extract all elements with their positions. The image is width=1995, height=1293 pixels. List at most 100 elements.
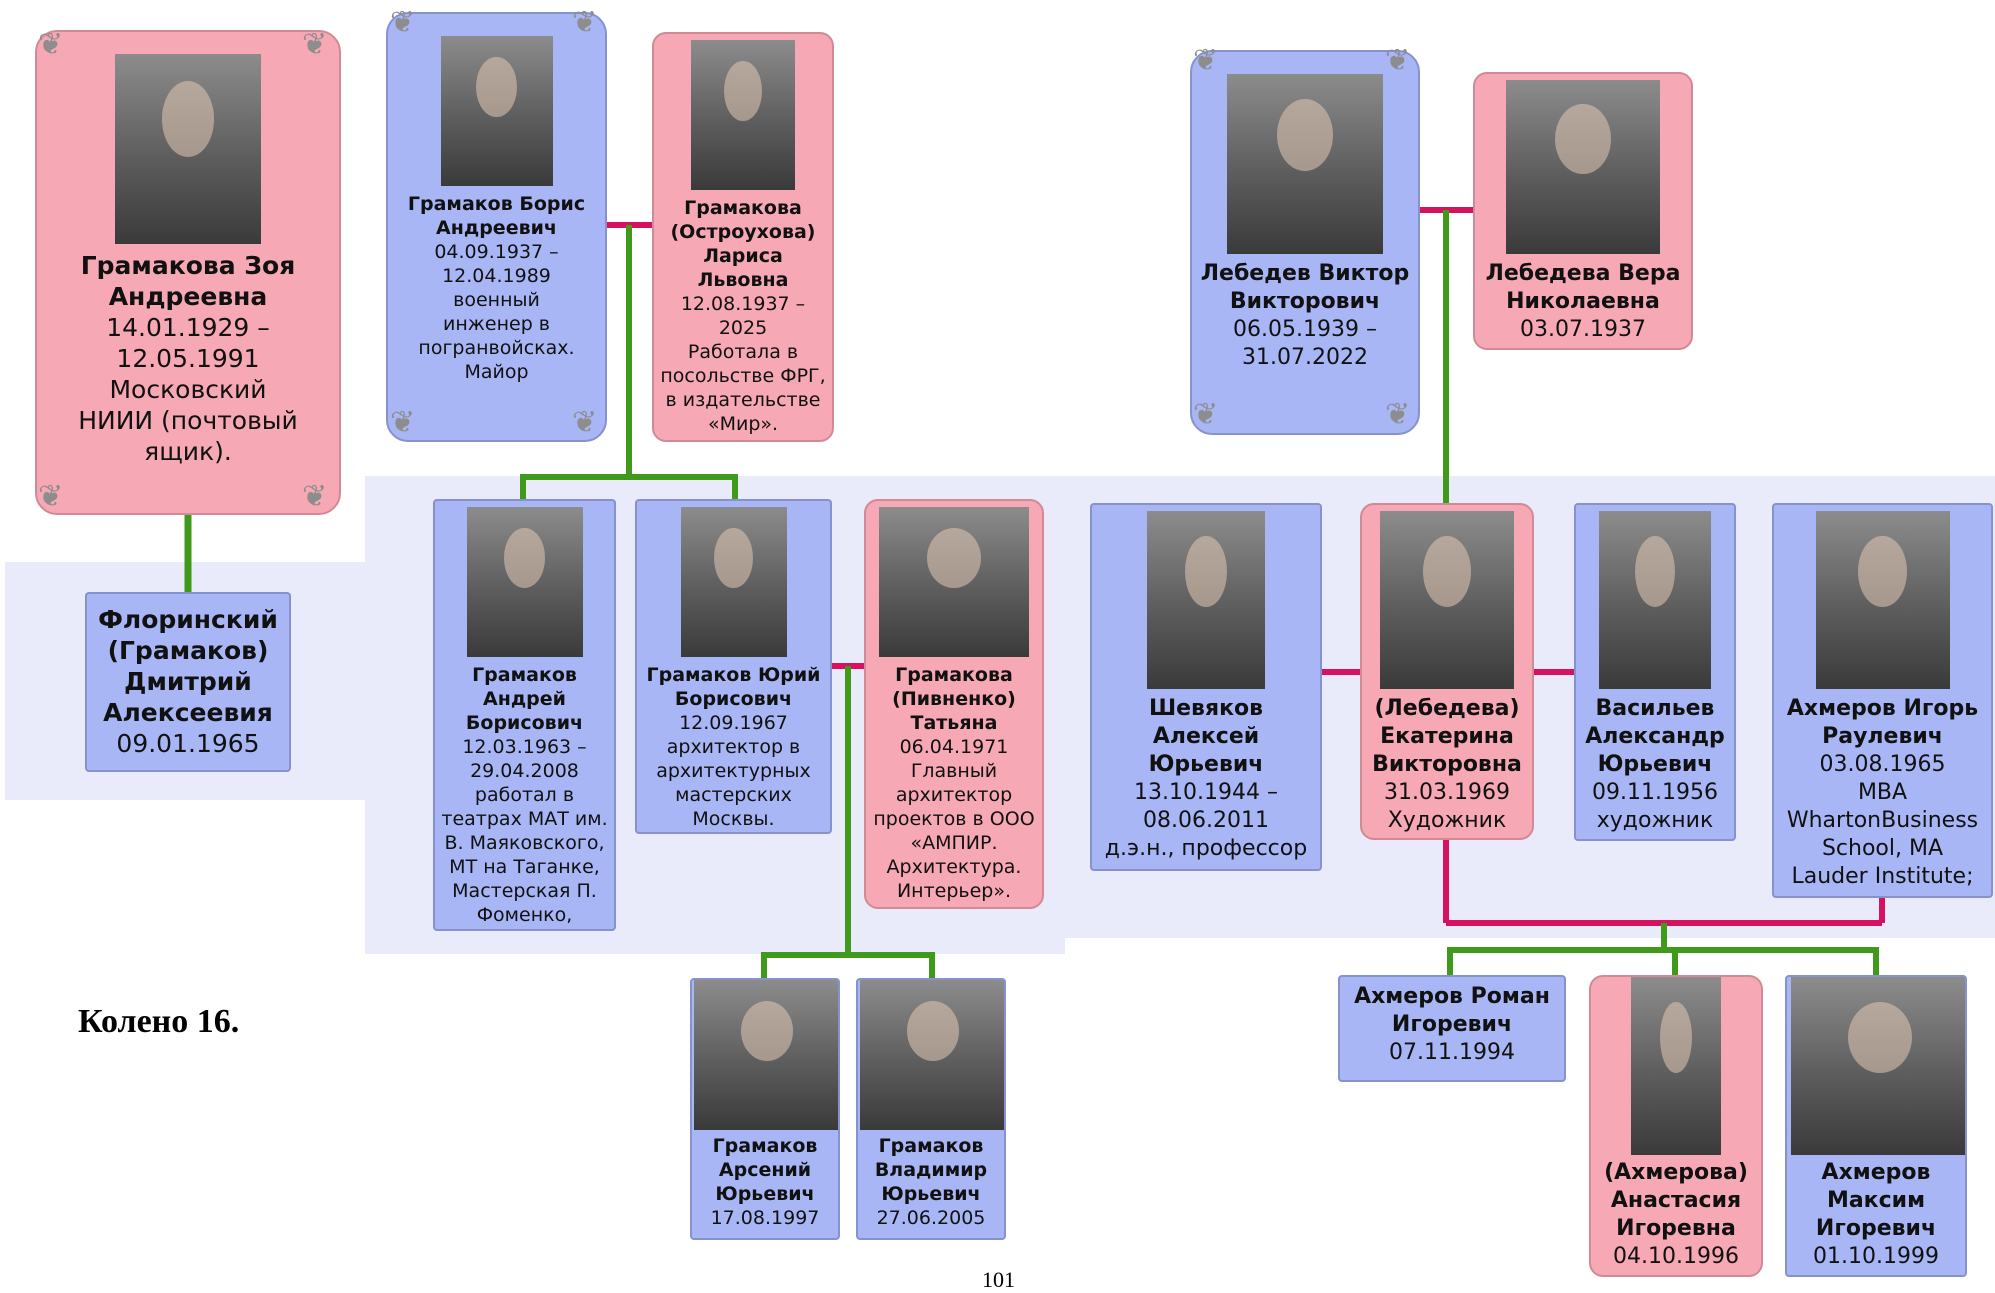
person-card-aleksandr[interactable]: Васильев Александр Юрьевич 09.11.1956 ху… [1574,503,1736,841]
person-name: Грамакова (Пивненко) Татьяна [892,664,1016,734]
person-info-line: 09.11.1956 [1592,780,1718,805]
portrait-photo [1147,511,1265,689]
person-info-line: 14.01.1929 – [106,313,270,342]
person-info-line: 07.11.1994 [1389,1040,1515,1065]
ornament-icon: ❦ [1385,43,1411,78]
person-info-line: Lauder Institute; [1791,864,1974,889]
person-card-boris[interactable]: Грамаков Борис Андреевич 04.09.1937 – 12… [386,12,607,442]
person-info-line: Майор [464,361,529,383]
person-name: Ахмеров Роман Игоревич [1354,984,1550,1037]
person-card-roman[interactable]: Ахмеров Роман Игоревич 07.11.1994 [1338,975,1566,1082]
person-info-line: 01.10.1999 [1813,1244,1939,1269]
person-name: (Лебедева) Екатерина Викторовна [1372,696,1522,777]
person-info-line: посольстве ФРГ, [660,365,826,387]
person-info-line: 06.05.1939 – [1233,317,1377,342]
person-info-line: архитектурных [656,760,811,782]
person-name: Грамаков Владимир Юрьевич [874,1135,988,1205]
ornament-icon: ❦ [302,479,328,514]
person-info-line: 03.07.1937 [1520,317,1646,342]
person-info-line: 31.07.2022 [1242,345,1368,370]
person-card-aleksey[interactable]: Шевяков Алексей Юрьевич 13.10.1944 – 08.… [1090,503,1322,871]
person-info-line: WhartonBusiness [1786,808,1979,833]
person-name: Грамакова (Остроухова) Лариса Львовна [670,197,816,291]
person-info-line: School, MA [1821,836,1944,861]
person-info-line: в издательстве [665,389,821,411]
person-info-line: «Мир». [707,413,779,435]
portrait-photo [1506,80,1660,254]
page-number: 101 [982,1267,1015,1292]
portrait-photo [115,54,261,244]
portrait-photo [440,36,553,186]
person-info-line: военный [453,289,540,311]
person-info-line: работал в [474,784,575,806]
person-info-line: Мастерская П. [452,880,597,902]
person-card-andrey[interactable]: Грамаков Андрей Борисович 12.03.1963 – 2… [433,499,616,931]
person-info-line: 12.03.1963 – [462,736,587,758]
person-info-line: Работала в [687,341,799,363]
person-info-line: проектов в ООО [873,808,1035,830]
person-info-line: 2025 [718,317,768,339]
person-name: Лебедев Виктор Викторович [1200,261,1410,314]
ornament-icon: ❦ [38,27,64,62]
person-card-larisa[interactable]: Грамакова (Остроухова) Лариса Львовна 12… [652,32,834,442]
person-name: Грамаков Борис Андреевич [407,193,586,239]
ornament-icon: ❦ [572,5,598,40]
person-info-line: 12.05.1991 [116,344,260,373]
person-info-line: 12.04.1989 [442,265,551,287]
person-card-arseniy[interactable]: Грамаков Арсений Юрьевич 17.08.1997 [690,978,840,1240]
portrait-photo [694,980,838,1130]
portrait-photo [1791,977,1965,1155]
person-card-igor[interactable]: Ахмеров Игорь Раулевич 03.08.1965 MBA Wh… [1772,503,1993,898]
person-info-line: театрах МАТ им. [441,808,608,830]
ornament-icon: ❦ [38,479,64,514]
ornament-icon: ❦ [1193,397,1219,432]
person-name: Грамаков Андрей Борисович [465,664,584,734]
person-info-line: Художник [1387,808,1507,833]
portrait-photo [680,507,787,657]
person-info-line: «АМПИР. [910,832,998,854]
portrait-photo [1815,511,1950,689]
person-card-tatyana[interactable]: Грамакова (Пивненко) Татьяна 06.04.1971 … [864,499,1044,909]
person-name: (Ахмерова) Анастасия Игоревна [1604,1160,1748,1241]
person-info-line: MBA [1857,780,1908,805]
portrait-photo [466,507,583,657]
person-info-line: МТ на Таганке, [449,856,600,878]
person-info-line: ящик). [144,437,232,466]
person-card-viktor[interactable]: Лебедев Виктор Викторович 06.05.1939 – 3… [1190,50,1420,435]
person-info-line: 09.01.1965 [116,729,260,758]
person-card-zoya[interactable]: Грамакова Зоя Андреевна 14.01.1929 – 12.… [35,30,341,515]
person-card-vladimir[interactable]: Грамаков Владимир Юрьевич 27.06.2005 [856,978,1006,1240]
person-name: Флоринский (Грамаков) Дмитрий Алексеевия [98,605,278,727]
person-info-line: 04.09.1937 – [434,241,559,263]
ornament-icon: ❦ [302,27,328,62]
portrait-photo [1599,511,1711,689]
person-info-line: 29.04.2008 [470,760,579,782]
person-info-line: 13.10.1944 – [1134,780,1278,805]
person-info-line: 08.06.2011 [1143,808,1269,833]
person-info-line: инженер в [443,313,550,335]
ornament-icon: ❦ [390,405,416,440]
person-card-dmitry[interactable]: Флоринский (Грамаков) Дмитрий Алексеевия… [85,592,291,772]
person-name: Шевяков Алексей Юрьевич [1148,696,1264,777]
person-info-line: 31.03.1969 [1384,780,1510,805]
person-info-line: В. Маяковского, [444,832,605,854]
person-card-vera[interactable]: Лебедева Вера Николаевна 03.07.1937 [1473,72,1693,350]
portrait-photo [1227,74,1383,254]
person-info-line: 06.04.1971 [899,736,1009,758]
person-info-line: Москвы. [692,808,775,830]
person-info-line: архитектор в [666,736,801,758]
person-info-line: 12.09.1967 [679,712,788,734]
person-card-anastasia[interactable]: (Ахмерова) Анастасия Игоревна 04.10.1996 [1589,975,1763,1277]
person-card-yuri[interactable]: Грамаков Юрий Борисович 12.09.1967 архит… [635,499,832,834]
portrait-photo [1631,977,1721,1155]
portrait-photo [879,507,1029,657]
person-name: Васильев Александр Юрьевич [1585,696,1725,777]
ornament-icon: ❦ [390,5,416,40]
person-card-ekaterina[interactable]: (Лебедева) Екатерина Викторовна 31.03.19… [1360,503,1534,840]
person-info-line: художник [1596,808,1714,833]
person-info-line: Архитектура. [886,856,1022,878]
person-card-maksim[interactable]: Ахмеров Максим Игоревич 01.10.1999 [1785,975,1967,1277]
person-name: Грамаков Юрий Борисович [646,664,821,710]
portrait-photo [860,980,1004,1130]
